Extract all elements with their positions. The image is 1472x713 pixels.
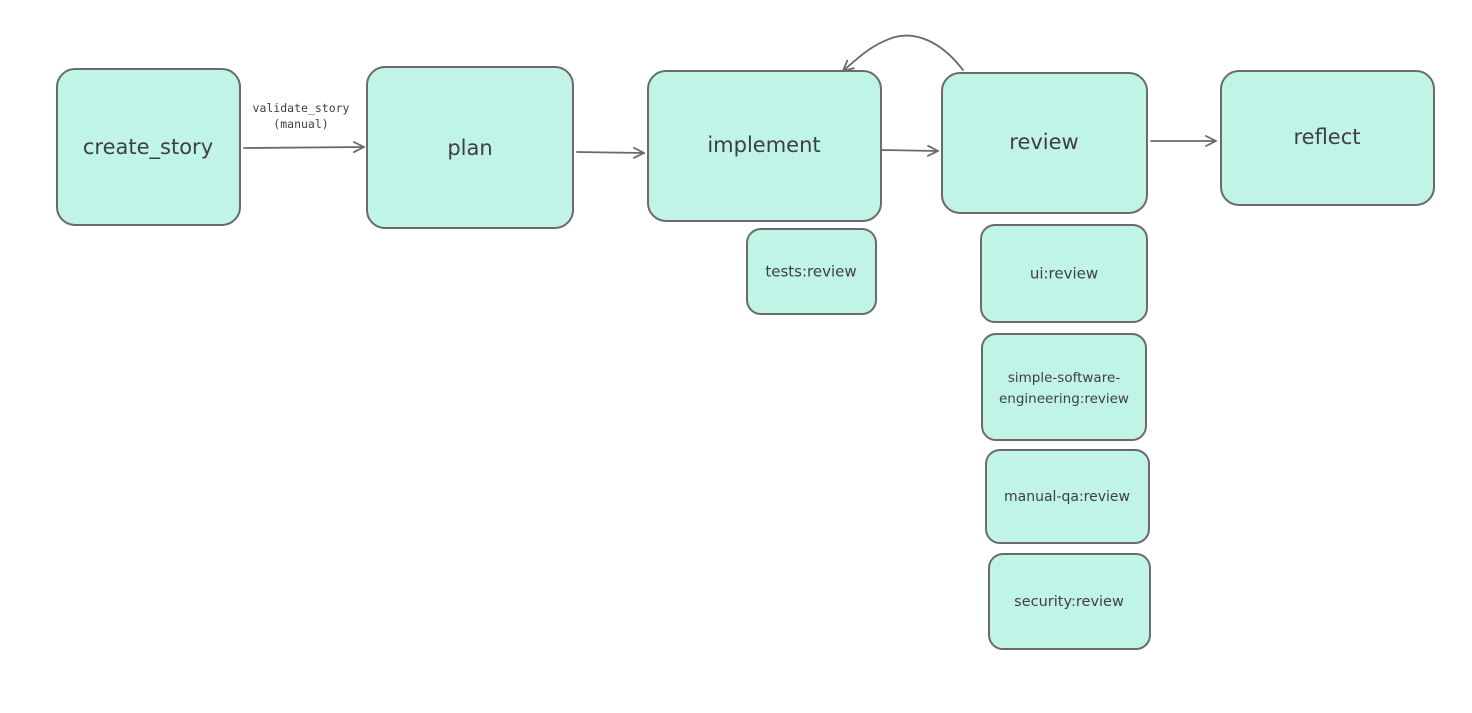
node-label-security-review: security:review bbox=[1014, 594, 1124, 610]
node-label-tests-review: tests:review bbox=[765, 263, 856, 281]
node-review: review bbox=[941, 72, 1148, 214]
node-implement: implement bbox=[647, 70, 882, 222]
edge-create-story-to-plan bbox=[243, 141, 365, 153]
edge-plan-to-implement bbox=[576, 146, 645, 159]
node-plan: plan bbox=[366, 66, 574, 229]
node-reflect: reflect bbox=[1220, 70, 1435, 206]
node-label-reflect: reflect bbox=[1293, 125, 1360, 149]
node-manual-qa-review: manual-qa:review bbox=[985, 449, 1150, 544]
node-label-sse-line2: engineering:review bbox=[999, 391, 1129, 407]
edge-label-manual: (manual) bbox=[273, 117, 328, 131]
node-label-implement: implement bbox=[707, 133, 820, 157]
edge-implement-to-review bbox=[879, 144, 939, 157]
node-create-story: create_story bbox=[56, 68, 241, 226]
node-label-review: review bbox=[1009, 130, 1078, 154]
node-label-create-story: create_story bbox=[83, 135, 213, 160]
node-simple-software-engineering-review: simple-software- engineering:review bbox=[981, 333, 1147, 441]
node-label-manual-qa-review: manual-qa:review bbox=[1004, 489, 1130, 505]
node-label-sse-line1: simple-software- bbox=[1008, 370, 1120, 386]
node-label-ui-review: ui:review bbox=[1030, 265, 1098, 283]
edge-review-back-to-implement bbox=[842, 34, 964, 72]
node-security-review: security:review bbox=[988, 553, 1151, 650]
node-tests-review: tests:review bbox=[746, 228, 877, 315]
node-label-plan: plan bbox=[447, 136, 492, 160]
node-ui-review: ui:review bbox=[980, 224, 1148, 323]
edge-label-validate-story: validate_story bbox=[253, 101, 350, 115]
